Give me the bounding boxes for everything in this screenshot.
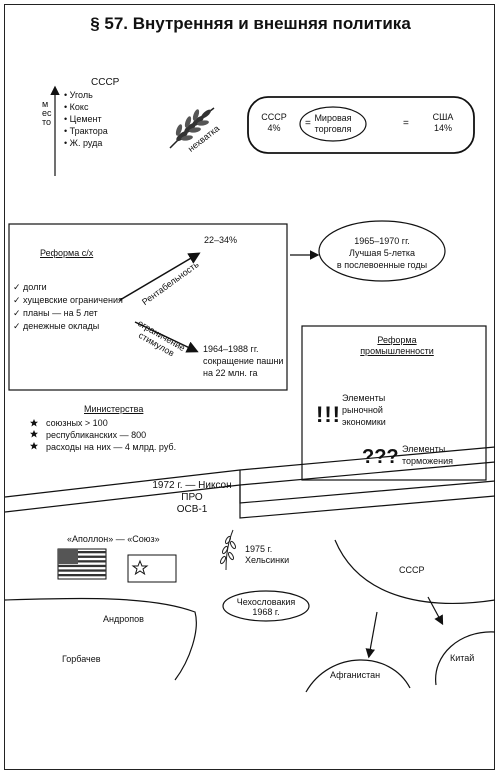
resources-header: СССР bbox=[91, 77, 120, 88]
ministry-item: республиканских — 800 bbox=[46, 430, 147, 440]
ussr-afghanistan-arrow bbox=[365, 611, 378, 659]
agri-reform-list: ✓ долги ✓ хущевские ограничения ✓ планы … bbox=[13, 281, 123, 333]
page-title: § 57. Внутренняя и внешняя политика bbox=[90, 14, 411, 33]
ministry-item: союзных > 100 bbox=[46, 418, 108, 428]
profit-arrow bbox=[119, 252, 201, 301]
resource-item: • Трактора bbox=[64, 126, 108, 136]
nixon-text: 1972 г. — Никсон ПРО ОСВ-1 bbox=[152, 480, 232, 515]
ministries-title: Министерства bbox=[84, 404, 144, 414]
china-arc bbox=[435, 631, 496, 686]
relations-ussr: СССР bbox=[399, 565, 425, 575]
divider-lower bbox=[239, 470, 496, 519]
agri-item: ✓ планы — на 5 лет bbox=[13, 308, 98, 318]
resource-item: • Уголь bbox=[64, 90, 93, 100]
market-text: Элементы рыночной экономики bbox=[342, 393, 386, 427]
world-trade-box bbox=[247, 96, 475, 154]
five-year-ellipse bbox=[318, 220, 446, 282]
ussr-arc bbox=[334, 539, 496, 604]
relations-afghanistan: Афганистан bbox=[330, 670, 381, 680]
agri-item: ✓ хущевские ограничения bbox=[13, 295, 123, 305]
world-trade-ellipse bbox=[299, 106, 367, 142]
page-frame bbox=[4, 4, 495, 770]
us-flag-icon bbox=[57, 548, 107, 580]
apollo-label: «Аполлон» — «Союз» bbox=[67, 534, 160, 544]
leader-gorbachev: Горбачев bbox=[62, 654, 101, 664]
five-year-text: 1965–1970 гг. Лучшая 5-летка в послевоен… bbox=[336, 236, 428, 270]
resources-list: • Уголь • Кокс • Цемент • Трактора • Ж. … bbox=[64, 89, 108, 149]
agri-item: ✓ долги bbox=[13, 282, 47, 292]
limit-text: 1964–1988 гг. сокращение пашни на 22 млн… bbox=[203, 344, 284, 378]
brake-symbol: ??? bbox=[362, 446, 399, 468]
divider-lower-2 bbox=[239, 480, 496, 504]
trade-eq-left: = bbox=[305, 118, 311, 129]
agri-item: ✓ денежные оклады bbox=[13, 321, 100, 331]
leader-andropov: Андропов bbox=[103, 614, 144, 624]
limit-arrow bbox=[134, 321, 199, 353]
ussr-china-arrow bbox=[427, 596, 444, 626]
resource-item: • Цемент bbox=[64, 114, 102, 124]
market-symbol: !!! bbox=[316, 402, 341, 427]
czech-ellipse bbox=[222, 590, 310, 622]
profit-value: 22–34% bbox=[204, 235, 238, 245]
wheat-icon bbox=[169, 107, 215, 149]
brake-text: Элементы торможения bbox=[402, 444, 454, 466]
olive-branch-icon bbox=[219, 529, 237, 571]
relations-china: Китай bbox=[450, 653, 475, 663]
leaders-arc bbox=[4, 597, 197, 681]
resource-item: • Кокс bbox=[64, 102, 89, 112]
agri-reform-title: Реформа с/х bbox=[40, 248, 94, 258]
afghanistan-arc bbox=[305, 659, 411, 693]
place-axis-label: место bbox=[42, 99, 52, 127]
star-bullets bbox=[30, 419, 38, 450]
trade-eq-right: = bbox=[403, 118, 409, 129]
ministries-list: союзных > 100 республиканских — 800 расх… bbox=[46, 417, 176, 453]
agri-reform-box bbox=[8, 223, 288, 391]
resource-item: • Ж. руда bbox=[64, 138, 103, 148]
ministry-item: расходы на них — 4 млрд. руб. bbox=[46, 442, 177, 452]
ussr-flag-icon bbox=[127, 554, 177, 583]
industry-reform-box bbox=[301, 325, 487, 481]
helsinki-text: 1975 г.Хельсинки bbox=[245, 544, 290, 565]
